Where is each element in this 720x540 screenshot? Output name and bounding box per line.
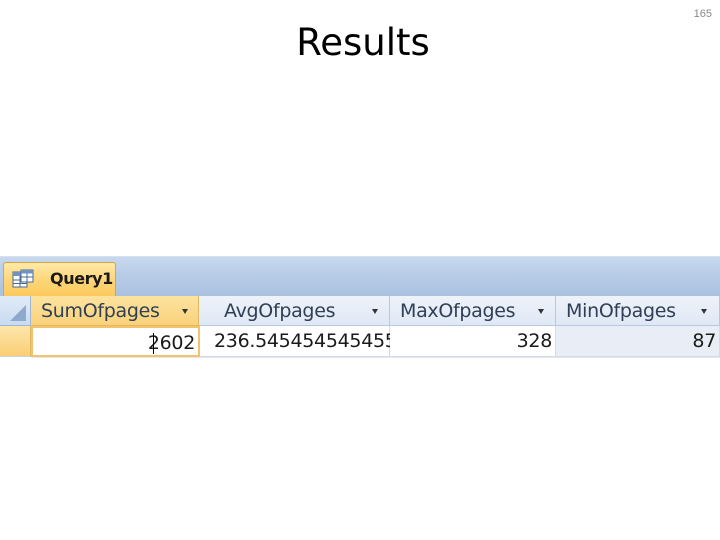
select-all-triangle-icon [10, 305, 26, 321]
cell-value: 328 [516, 330, 553, 352]
column-header-sumofpages[interactable]: SumOfpages [31, 296, 199, 326]
page-number: 165 [693, 8, 712, 20]
column-header-label: SumOfpages [41, 300, 160, 322]
query-datasheet-icon [12, 269, 34, 288]
select-all-button[interactable] [0, 296, 31, 326]
datasheet-grid: SumOfpages AvgOfpages MaxOfpages MinOfpa… [0, 296, 720, 366]
document-tab-strip: Query1 [0, 256, 720, 297]
row-selector[interactable] [0, 326, 31, 357]
table-cell-sumofpages[interactable]: 2602 [31, 326, 200, 357]
access-datasheet-window: Query1 SumOfpages AvgOfpages MaxOfpages … [0, 256, 720, 366]
column-header-avgofpages[interactable]: AvgOfpages [199, 296, 390, 326]
dropdown-arrow-icon[interactable] [372, 309, 378, 314]
column-header-maxofpages[interactable]: MaxOfpages [390, 296, 556, 326]
table-cell-minofpages[interactable]: 87 [556, 326, 720, 357]
column-header-minofpages[interactable]: MinOfpages [556, 296, 720, 326]
text-cursor [153, 333, 154, 354]
table-cell-avgofpages[interactable]: 236.545454545455 [200, 326, 397, 357]
dropdown-arrow-icon[interactable] [538, 309, 544, 314]
dropdown-arrow-icon[interactable] [701, 309, 707, 314]
tab-query1-label: Query1 [50, 269, 113, 288]
grid-divider [31, 357, 720, 358]
cell-value: 2602 [147, 332, 195, 354]
column-header-label: AvgOfpages [224, 300, 336, 322]
tab-query1[interactable]: Query1 [3, 262, 116, 297]
column-header-label: MaxOfpages [400, 300, 516, 322]
table-cell-maxofpages[interactable]: 328 [390, 326, 556, 357]
cell-value: 236.545454545455 [214, 330, 397, 352]
cell-value: 87 [692, 330, 716, 352]
column-header-label: MinOfpages [566, 300, 676, 322]
dropdown-arrow-icon[interactable] [182, 309, 188, 314]
slide-title: Results [296, 21, 430, 64]
